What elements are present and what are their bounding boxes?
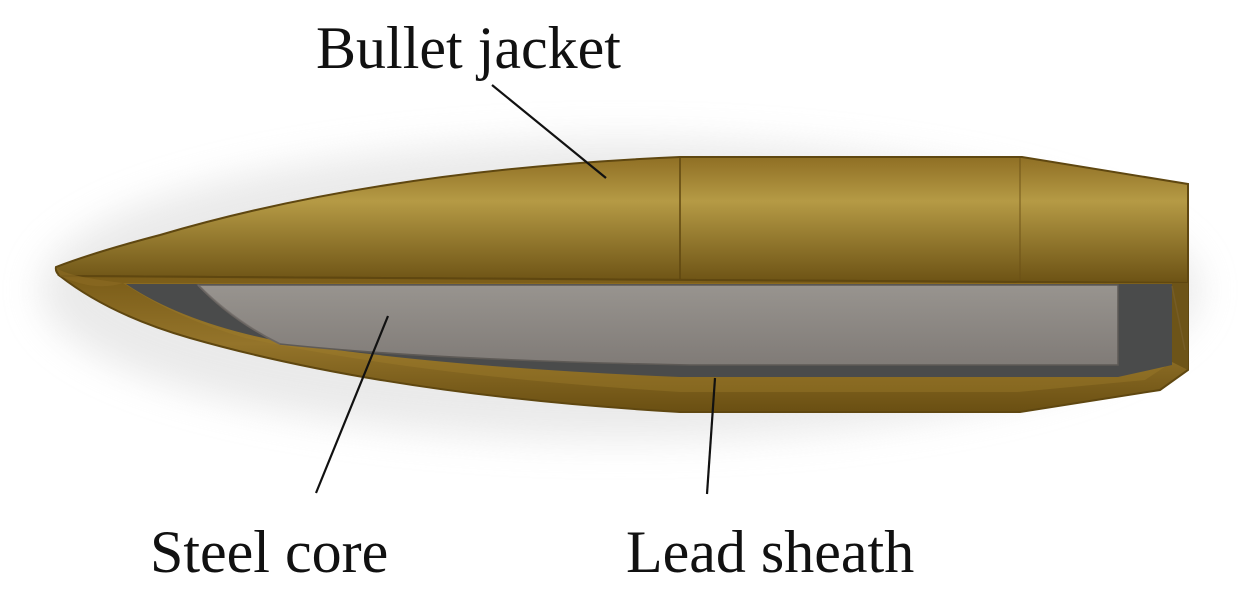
steel-core-callout-line [314,315,390,494]
steel-core-region [196,284,1119,366]
callout-lines [314,84,717,495]
bullet-tip-detail [56,267,1188,370]
steel-core-label: Steel core [150,519,389,585]
lead-sheath-label: Lead sheath [626,519,915,585]
bullet-jacket-label: Bullet jacket [316,15,621,81]
bullet-jacket-callout-line [491,84,607,179]
bullet-jacket-upper-shape [54,156,1189,285]
lead-sheath-callout-line [705,377,717,495]
